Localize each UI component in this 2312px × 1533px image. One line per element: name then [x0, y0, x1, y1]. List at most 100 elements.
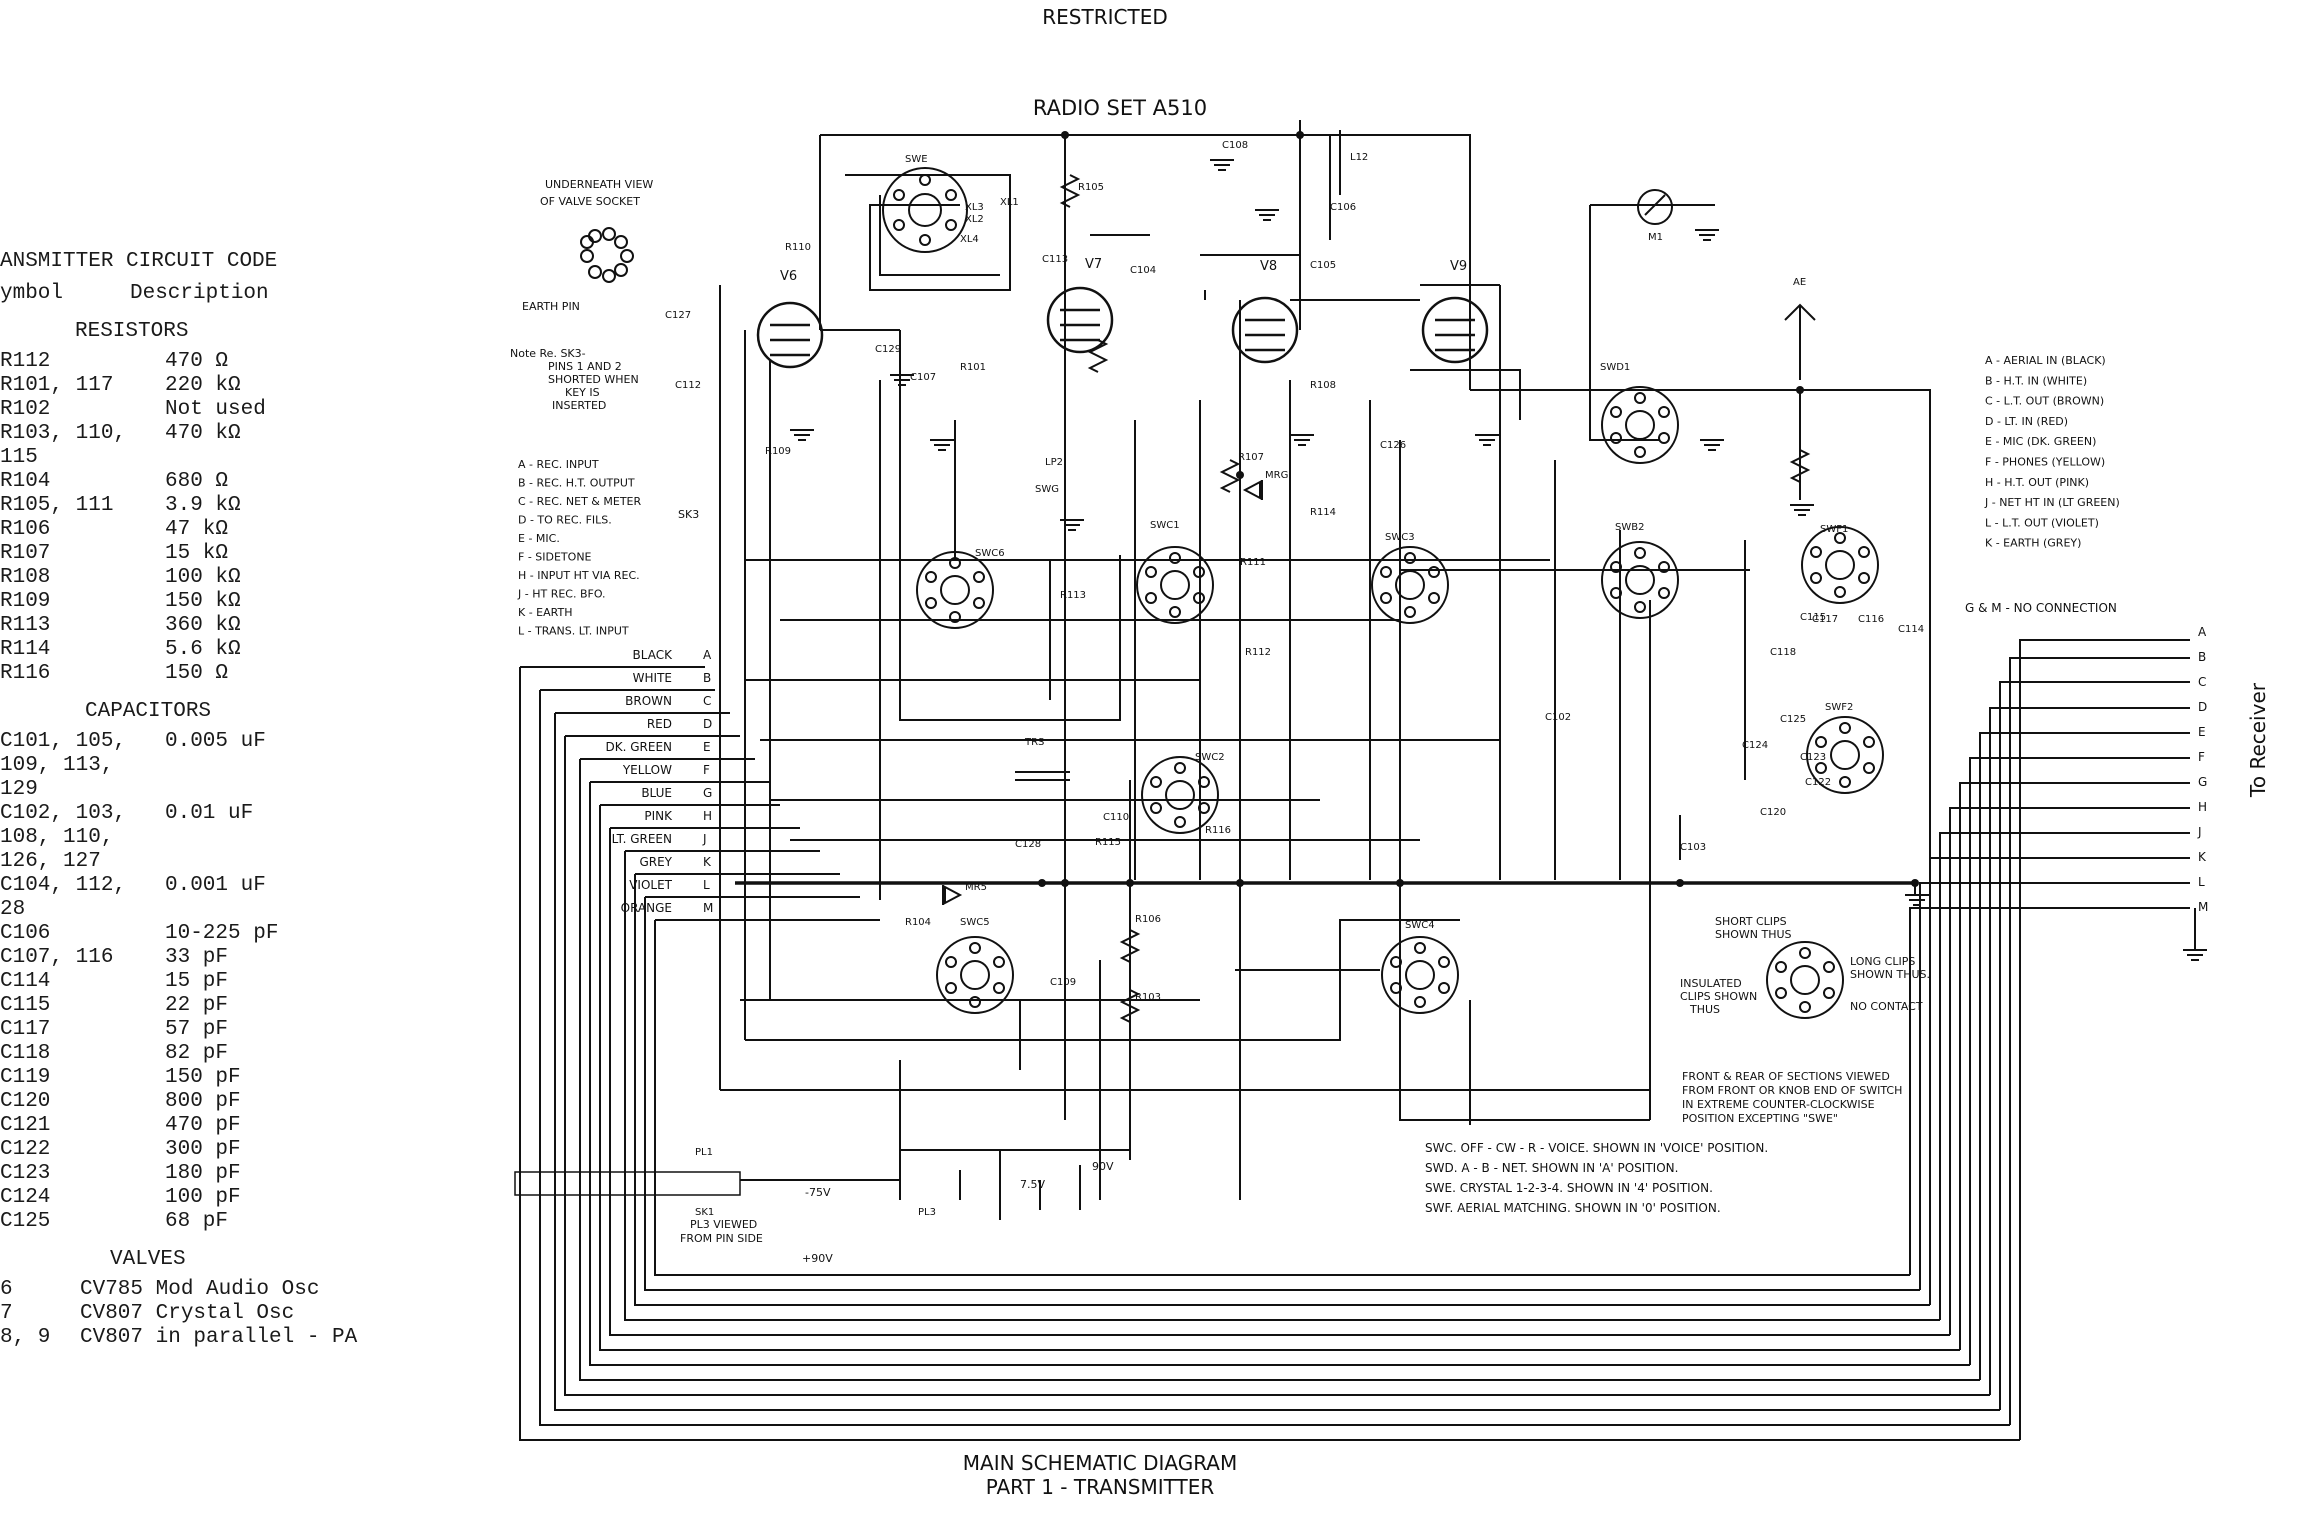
wire-colour-label: VIOLET: [629, 878, 672, 892]
code-symbol: 109, 113,: [0, 754, 114, 777]
short-clips-1: SHORT CLIPS: [1715, 915, 1787, 928]
caption-line-1: MAIN SCHEMATIC DIAGRAM: [963, 1451, 1237, 1475]
wire-colour-label: WHITE: [633, 671, 672, 685]
code-value: 220 kΩ: [165, 374, 241, 397]
switch-swe: [882, 167, 968, 253]
designator-c124: C124: [1742, 740, 1768, 751]
classification-label: RESTRICTED: [1042, 5, 1167, 29]
switch-position-notes: SWC. OFF - CW - R - VOICE. SHOWN IN 'VOI…: [1425, 1141, 1768, 1215]
insulated-clips-3: THUS: [1689, 1003, 1720, 1016]
code-symbol: C107, 116: [0, 946, 114, 969]
designator-r107: R107: [1238, 452, 1264, 463]
to-receiver-label: To Receiver: [2246, 682, 2270, 798]
code-row: R103, 110,470 kΩ: [0, 422, 480, 446]
designator-c109: C109: [1050, 977, 1076, 988]
switch-swf1: [1801, 526, 1879, 604]
designator-swe: SWE: [905, 154, 928, 165]
legend-entry: B - H.T. IN (WHITE): [1985, 374, 2087, 387]
designator-c112: C112: [675, 380, 701, 391]
switch-swc5: [936, 936, 1014, 1014]
code-row: R101, 117 220 kΩ: [0, 374, 480, 398]
designator-r106: R106: [1135, 914, 1161, 925]
receiver-pin-letter: L: [2198, 875, 2205, 889]
code-value: 800 pF: [165, 1090, 241, 1113]
code-symbol: C101, 105,: [0, 730, 127, 753]
designator-swb2: SWB2: [1615, 522, 1644, 533]
sk3-note-5: INSERTED: [552, 399, 606, 412]
code-value: 10-225 pF: [165, 922, 279, 945]
code-symbol: 6: [0, 1278, 13, 1301]
no-contact-label: NO CONTACT: [1850, 1000, 1923, 1013]
no-connection-note: G & M - NO CONNECTION: [1965, 601, 2117, 615]
sk3-pin-description: K - EARTH: [518, 606, 572, 619]
code-value: 47 kΩ: [165, 518, 229, 541]
capacitors-heading: CAPACITORS: [85, 700, 212, 723]
designator-c104: C104: [1130, 265, 1156, 276]
designator-c115: C115: [1800, 612, 1826, 623]
designator-c110: C110: [1103, 812, 1129, 823]
voltage-label: 90V: [1092, 1160, 1114, 1173]
diagram-title: RADIO SET A510: [1033, 96, 1207, 120]
sk3-note-4: KEY IS: [565, 386, 600, 399]
wire-pin-letter: M: [703, 901, 713, 915]
insulated-clips-2: CLIPS SHOWN: [1680, 990, 1757, 1003]
switch-position-line: SWE. CRYSTAL 1-2-3-4. SHOWN IN '4' POSIT…: [1425, 1181, 1713, 1195]
switch-swc6: [916, 551, 994, 629]
legend-entry: K - EARTH (GREY): [1985, 537, 2081, 550]
designator-v7: V7: [1085, 257, 1102, 272]
designator-c113: C113: [1042, 254, 1068, 265]
designator-mrg: MRG: [1265, 470, 1288, 481]
code-symbol: C124: [0, 1186, 51, 1209]
wire-pin-letter: F: [703, 763, 710, 777]
designator-c102: C102: [1545, 712, 1571, 723]
designator-xl4: XL4: [960, 234, 979, 245]
wire-colour-label: YELLOW: [622, 763, 672, 777]
code-symbol: C119: [0, 1066, 51, 1089]
wire-colour-label: BLACK: [633, 648, 674, 662]
designator-c126: C126: [1380, 440, 1406, 451]
code-symbol: R101, 117: [0, 374, 114, 397]
wire-pin-letter: G: [703, 786, 712, 800]
designator-v6: V6: [780, 269, 797, 284]
wire-colour-label: GREY: [639, 855, 672, 869]
designator-r104: R104: [905, 917, 931, 928]
code-value: 100 kΩ: [165, 566, 241, 589]
sk3-label: SK3: [678, 508, 699, 521]
code-symbol: R116: [0, 662, 51, 685]
code-value: CV807 Crystal Osc: [80, 1302, 295, 1325]
designator-swc1: SWC1: [1150, 520, 1180, 531]
code-table-columns: ymbol Description: [0, 282, 480, 306]
designator-swd1: SWD1: [1600, 362, 1630, 373]
long-clips-1: LONG CLIPS: [1850, 955, 1915, 968]
designator-r105: R105: [1078, 182, 1104, 193]
junction-dots: [1038, 131, 1919, 887]
designator-c118: C118: [1770, 647, 1796, 658]
caption-line-2: PART 1 - TRANSMITTER: [986, 1475, 1215, 1499]
sk3-pin-description: D - TO REC. FILS.: [518, 514, 612, 527]
earth-symbols: [790, 159, 2207, 961]
designator-c108: C108: [1222, 140, 1248, 151]
code-symbol: C122: [0, 1138, 51, 1161]
wire-pin-letter: K: [703, 855, 712, 869]
code-symbol: R103, 110,: [0, 422, 127, 445]
code-table-heading: ANSMITTER CIRCUIT CODE: [0, 250, 278, 273]
receiver-pin-letter: M: [2198, 900, 2208, 914]
designator-r108: R108: [1310, 380, 1336, 391]
designator-r109: R109: [765, 446, 791, 457]
resistors-heading: RESISTORS: [75, 320, 189, 343]
designator-swc6: SWC6: [975, 548, 1005, 559]
code-row: C101, 105,0.005 uF: [0, 730, 480, 754]
code-value: 150 pF: [165, 1066, 241, 1089]
sk3-note-1: Note Re. SK3-: [510, 347, 586, 360]
